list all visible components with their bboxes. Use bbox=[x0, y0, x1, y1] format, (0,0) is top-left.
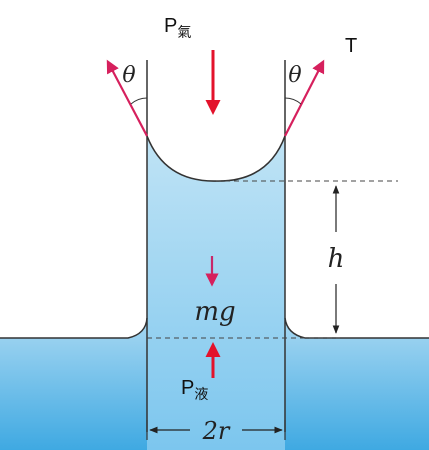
liquid-pressure-label: P液 bbox=[181, 377, 208, 403]
gas-pressure-label: P氣 bbox=[164, 15, 191, 41]
weight-label: mg bbox=[194, 297, 235, 327]
theta-arc-right bbox=[284, 97, 302, 105]
liquid-pool-right bbox=[285, 318, 429, 450]
tension-arrow-right bbox=[284, 59, 325, 137]
theta-right-label: θ bbox=[288, 63, 301, 88]
liquid-pool bbox=[0, 318, 147, 450]
liquid-column bbox=[147, 138, 285, 450]
theta-left-label: θ bbox=[122, 63, 135, 88]
height-label: h bbox=[328, 244, 345, 274]
tension-label: T bbox=[345, 35, 357, 57]
pool-surface-right bbox=[284, 317, 429, 339]
pool-surface-left bbox=[0, 317, 148, 339]
tension-arrow-left bbox=[106, 59, 148, 137]
width-label: 2r bbox=[202, 417, 231, 445]
theta-arc-left bbox=[130, 97, 148, 105]
